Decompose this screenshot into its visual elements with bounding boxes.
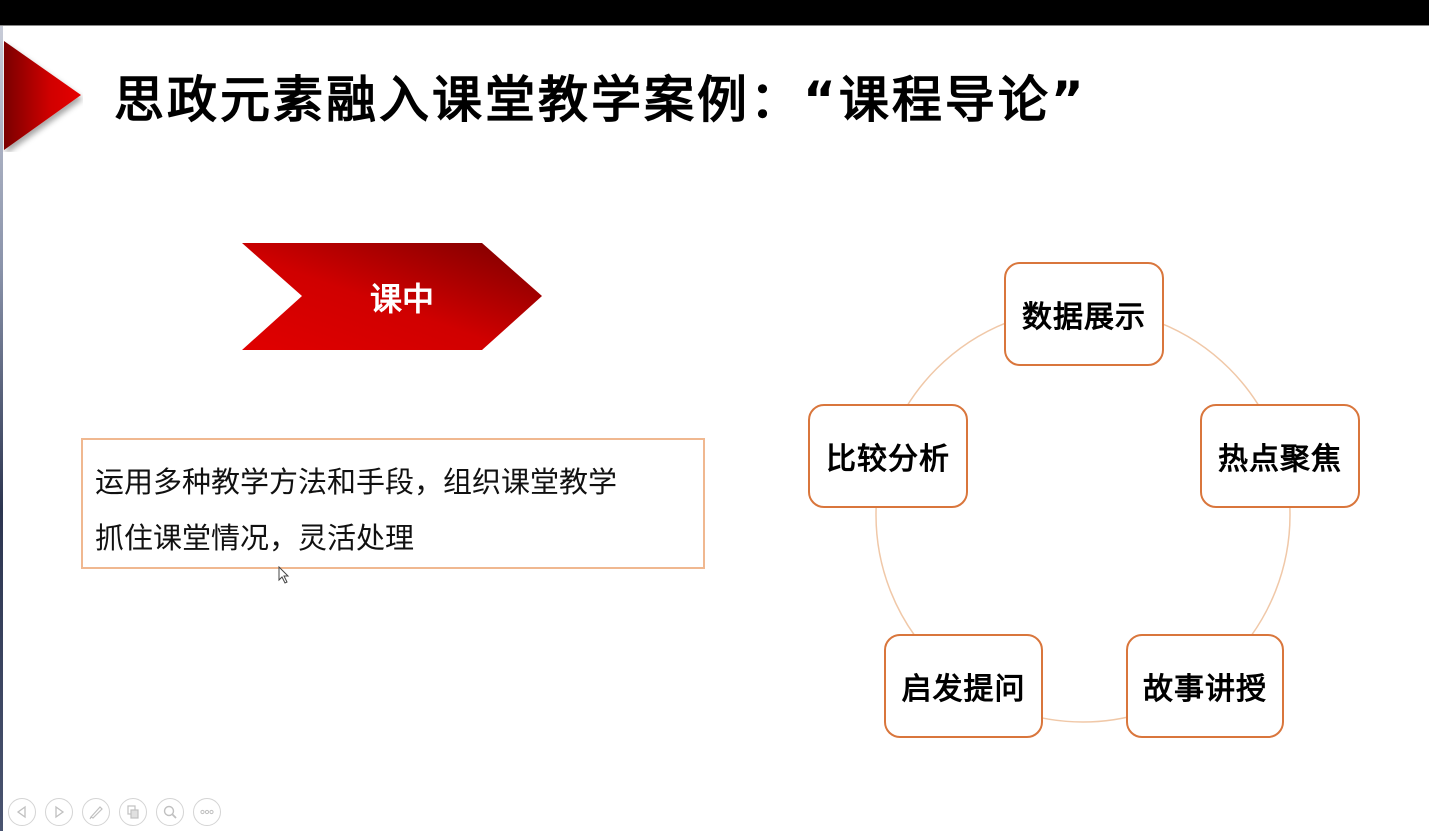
- description-line: 抓住课堂情况，灵活处理: [95, 521, 415, 555]
- pen-tool-button[interactable]: [82, 798, 110, 826]
- stage-chevron-shape: [242, 243, 542, 350]
- slides-icon: [127, 805, 139, 819]
- node-label: 数据展示: [1022, 300, 1146, 335]
- cycle-node-hot-topic: 热点聚焦: [1200, 404, 1360, 508]
- page-title: 思政元素融入课堂教学案例：“课程导论”: [114, 71, 1087, 129]
- previous-slide-button[interactable]: [8, 798, 36, 826]
- description-line: 运用多种教学方法和手段，组织课堂教学: [95, 465, 618, 499]
- stage-label: 课中: [369, 279, 434, 318]
- cycle-node-questioning: 启发提问: [884, 634, 1043, 738]
- node-label: 热点聚焦: [1218, 442, 1342, 477]
- cycle-node-data-display: 数据展示: [1004, 262, 1164, 366]
- description-box: 运用多种教学方法和手段，组织课堂教学 抓住课堂情况，灵活处理: [81, 438, 705, 569]
- node-label: 故事讲授: [1143, 672, 1267, 707]
- next-icon: [55, 805, 65, 819]
- cycle-node-storytelling: 故事讲授: [1126, 634, 1284, 738]
- more-options-button[interactable]: [193, 798, 221, 826]
- node-label: 启发提问: [901, 672, 1026, 707]
- window-top-bar: [0, 0, 1429, 26]
- presentation-toolbar: [8, 798, 221, 826]
- cycle-node-comparison: 比较分析: [808, 404, 968, 508]
- zoom-button[interactable]: [156, 798, 184, 826]
- pen-icon: [89, 806, 103, 820]
- more-icon: [200, 809, 214, 815]
- node-label: 比较分析: [826, 442, 950, 477]
- mouse-cursor-icon: [278, 566, 290, 584]
- window-left-edge: [0, 26, 3, 831]
- next-slide-button[interactable]: [45, 798, 73, 826]
- title-triangle-icon: [4, 41, 81, 150]
- zoom-icon: [163, 805, 177, 819]
- slides-overview-button[interactable]: [119, 798, 147, 826]
- previous-icon: [16, 805, 26, 819]
